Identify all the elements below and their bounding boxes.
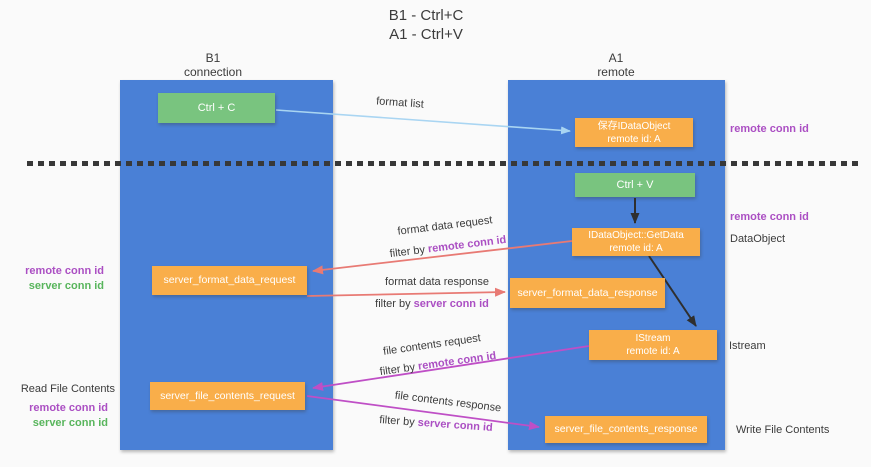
- node-getdata-line1: IDataObject::GetData: [588, 230, 684, 241]
- arrow-format-data-response: [306, 287, 506, 297]
- filter-by-text: filter by: [379, 360, 419, 379]
- diagram-title: B1 - Ctrl+C A1 - Ctrl+V: [346, 6, 506, 44]
- filter-key-server-conn-id: server conn id: [417, 416, 494, 434]
- node-server-file-contents-request: server_file_contents_request: [150, 382, 305, 410]
- label-server-conn-id-left-1: server conn id: [28, 280, 104, 292]
- node-ctrl-c-label: Ctrl + C: [197, 101, 236, 114]
- filter-key-remote-conn-id: remote conn id: [417, 349, 497, 373]
- label-dataobject: DataObject: [730, 233, 786, 245]
- node-ctrl-c: Ctrl + C: [158, 93, 275, 123]
- node-getdata-line2: remote id: A: [609, 243, 663, 254]
- node-istream-line1: IStream: [635, 333, 671, 344]
- filter-by-text: filter by: [375, 298, 414, 310]
- label-read-file-contents: Read File Contents: [20, 383, 115, 395]
- edge-label-format-data-request: format data request: [396, 214, 494, 238]
- title-line-1: B1 - Ctrl+C: [388, 7, 464, 24]
- node-saved-idataobject-line2: remote id: A: [607, 133, 661, 145]
- phase-divider-dashed-line: [27, 161, 859, 166]
- label-remote-conn-id-right-1: remote conn id: [730, 123, 809, 135]
- filter-by-text: filter by: [389, 243, 429, 261]
- node-istream: IStream remote id: A: [589, 330, 717, 360]
- label-server-conn-id-left-2: server conn id: [32, 417, 108, 429]
- node-server-file-contents-response-label: server_file_contents_response: [554, 423, 698, 435]
- edge-label-file-contents-response: file contents response: [394, 389, 502, 415]
- filter-key-server-conn-id: server conn id: [413, 298, 489, 310]
- filter-key-remote-conn-id: remote conn id: [427, 233, 507, 256]
- lifeline-header-a1: A1 remote: [556, 51, 676, 79]
- node-ctrl-v-label: Ctrl + V: [616, 178, 654, 191]
- node-server-format-data-response-label: server_format_data_response: [517, 286, 658, 299]
- node-saved-idataobject-line1: 保存IDataObject: [597, 120, 671, 132]
- node-server-file-contents-response: server_file_contents_response: [545, 416, 707, 443]
- label-remote-conn-id-left-2: remote conn id: [29, 402, 108, 414]
- node-saved-idataobject: 保存IDataObject remote id: A: [575, 118, 693, 147]
- lifeline-b1-role: connection: [183, 65, 243, 79]
- label-remote-conn-id-left-1: remote conn id: [25, 265, 104, 277]
- label-remote-conn-id-right-2: remote conn id: [730, 211, 809, 223]
- edge-label-format-data-response: format data response: [385, 276, 489, 288]
- node-ctrl-v: Ctrl + V: [575, 173, 695, 197]
- edge-label-format-data-response-filter: filter by server conn id: [375, 298, 489, 310]
- filter-by-text: filter by: [378, 414, 419, 429]
- label-istream: Istream: [729, 340, 766, 352]
- node-idataobject-getdata: IDataObject::GetData remote id: A: [572, 228, 700, 256]
- node-server-format-data-response: server_format_data_response: [510, 278, 665, 308]
- label-write-file-contents: Write File Contents: [736, 424, 830, 436]
- title-line-2: A1 - Ctrl+V: [389, 26, 463, 43]
- lifeline-a1-name: A1: [608, 51, 624, 65]
- edge-label-file-contents-response-filter: filter by server conn id: [379, 414, 493, 434]
- node-server-file-contents-request-label: server_file_contents_request: [160, 389, 295, 402]
- node-server-format-data-request: server_format_data_request: [152, 266, 307, 295]
- edge-label-format-list: format list: [375, 95, 425, 111]
- lifeline-b1-name: B1: [205, 51, 221, 65]
- node-istream-line2: remote id: A: [626, 346, 680, 357]
- lifeline-a1-role: remote: [597, 65, 635, 79]
- lifeline-header-b1: B1 connection: [153, 51, 273, 79]
- node-server-format-data-request-label: server_format_data_request: [163, 274, 296, 286]
- edge-label-format-data-request-filter: filter by remote conn id: [389, 234, 507, 260]
